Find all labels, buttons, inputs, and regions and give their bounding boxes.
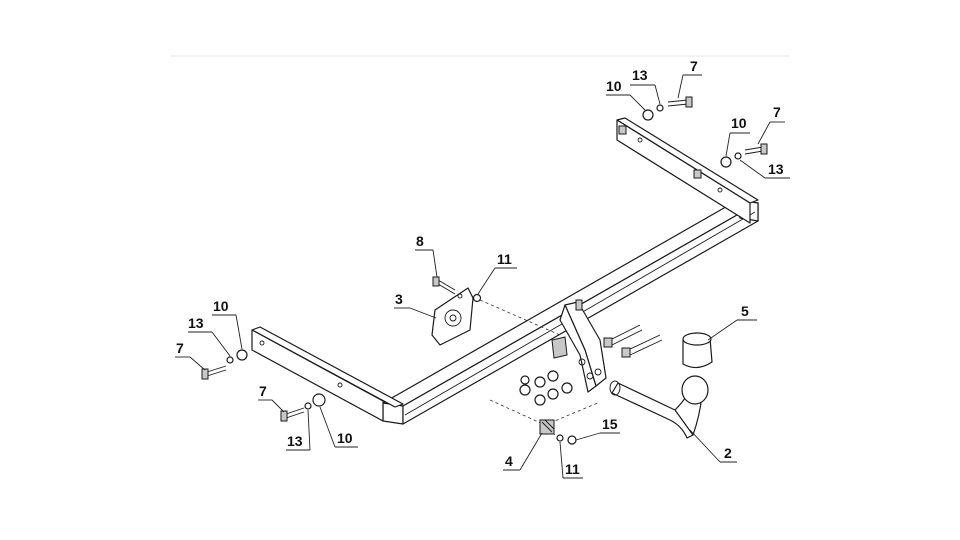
label-13-left-upper: 13 [188,315,204,331]
label-11-top: 11 [497,251,512,267]
washer-11-bottom [556,434,564,442]
label-10-top-right: 10 [606,78,622,94]
label-13-mid-right: 13 [768,161,784,177]
label-7-mid-right: 7 [773,104,781,120]
label-7-left-lower: 7 [259,383,267,399]
nut-15 [567,435,577,445]
right-side-bracket [616,117,759,224]
right-mid-fixings [720,143,768,168]
label-10-mid-right: 10 [731,115,747,131]
nuts-washers-cluster [519,370,573,406]
part-labels: 13 7 10 10 7 13 8 11 3 5 10 13 7 7 13 10… [176,58,784,477]
label-2: 2 [724,445,732,461]
label-13-left-lower: 13 [287,433,303,449]
label-15: 15 [602,416,618,432]
ball-mount-bracket [551,299,607,393]
label-13-top-right: 13 [632,67,648,83]
label-3: 3 [395,291,403,307]
spring-washer-4 [539,419,555,435]
left-upper-fixings [201,349,248,380]
label-5: 5 [741,303,749,319]
label-4: 4 [505,453,513,469]
label-10-left-lower: 10 [337,430,353,446]
tow-ball-cover [682,332,713,369]
left-side-bracket [251,326,404,422]
label-10-left-upper: 10 [213,298,229,314]
leader-lines [175,74,790,479]
washer-11-top [472,293,482,303]
bolt-8 [432,276,456,295]
tow-ball [609,375,709,439]
label-11-bottom: 11 [565,461,580,477]
socket-plate [431,287,474,346]
mount-bolts [603,324,663,358]
right-top-fixings [642,96,693,121]
left-lower-fixings [280,393,326,422]
label-8: 8 [416,233,424,249]
label-7-top-right: 7 [690,58,698,74]
label-7-left-upper: 7 [176,340,184,356]
